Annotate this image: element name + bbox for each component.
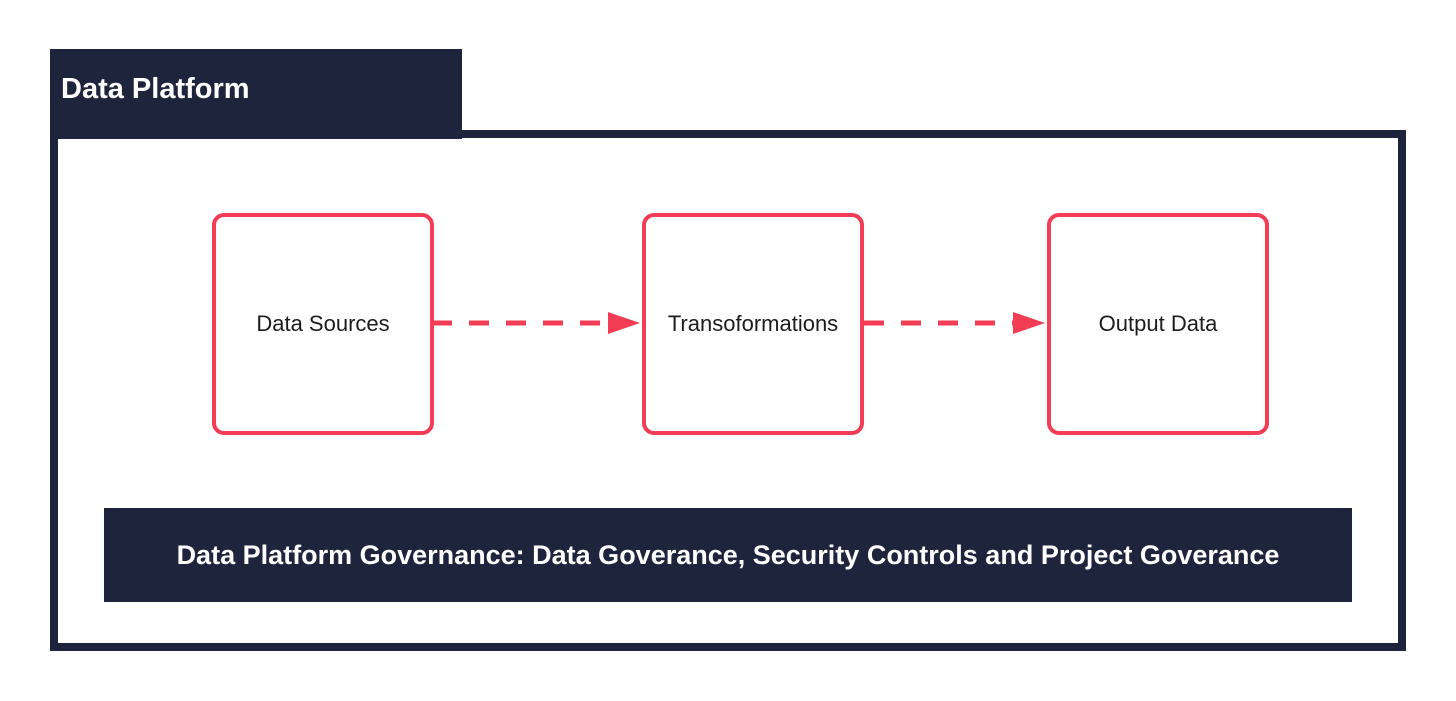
governance-label: Data Platform Governance: Data Goverance… [176, 539, 1280, 570]
node-label-data-sources: Data Sources [256, 311, 390, 336]
node-output-data[interactable]: Output Data [1047, 213, 1269, 435]
node-label-transformations: Transoformations [667, 311, 839, 336]
node-transformations[interactable]: Transoformations [642, 213, 864, 435]
arrow-transformations-to-output [864, 312, 1045, 334]
arrow-sources-to-transformations [432, 312, 640, 334]
node-label-output-data: Output Data [1098, 311, 1218, 336]
arrowhead-icon [608, 312, 640, 334]
governance-bar: Data Platform Governance: Data Goverance… [104, 508, 1352, 602]
data-platform-title: Data Platform [61, 73, 250, 105]
arrowhead-icon [1013, 312, 1045, 334]
data-platform-header-tab: Data Platform [50, 49, 462, 139]
